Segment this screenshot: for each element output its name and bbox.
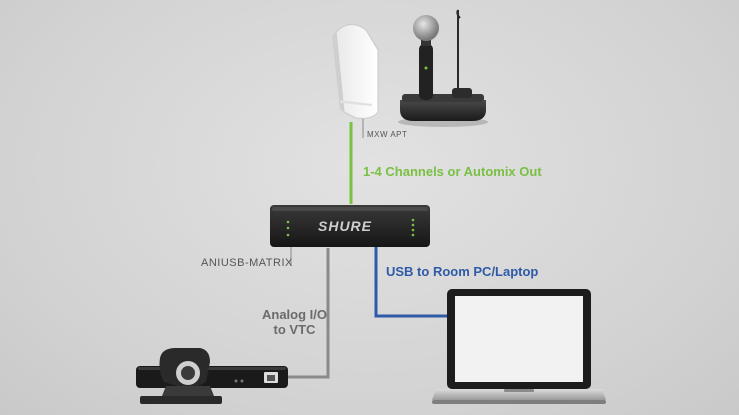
usb-connection-line xyxy=(374,244,450,318)
handheld-microphone xyxy=(413,15,439,100)
access-point-device xyxy=(332,24,379,119)
interface-brand-logo: SHURE xyxy=(318,218,373,234)
interface-label: ANIUSB-MATRIX xyxy=(201,257,293,269)
analog-label-line-2: to VTC xyxy=(273,322,316,337)
interface-device xyxy=(270,205,430,247)
access-point-label: MXW APT xyxy=(367,130,408,139)
analog-label-line-1: Analog I/O xyxy=(262,307,327,322)
label-leader-lines xyxy=(290,118,364,266)
camera xyxy=(159,348,214,396)
microphone-dock-device xyxy=(398,9,488,127)
laptop-device xyxy=(432,289,606,404)
channels-connection-label: 1-4 Channels or Automix Out xyxy=(363,164,542,179)
vtc-codec-device xyxy=(136,348,288,404)
analog-connection-label: Analog I/O to VTC xyxy=(262,307,327,337)
usb-connection-label: USB to Room PC/Laptop xyxy=(386,264,539,279)
analog-connection-line xyxy=(286,248,330,379)
